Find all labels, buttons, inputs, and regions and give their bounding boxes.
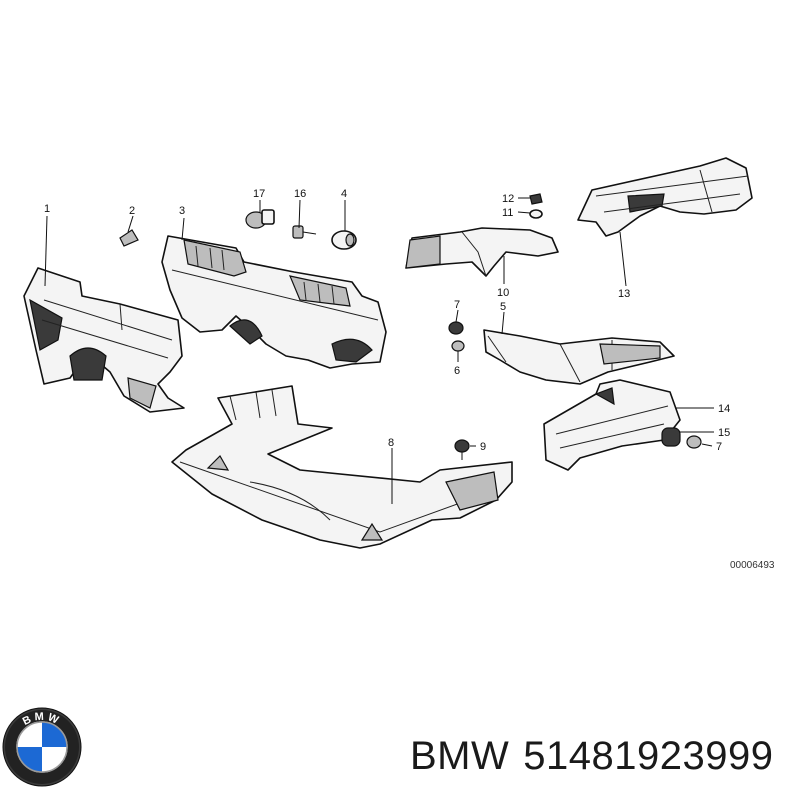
part-12-nut xyxy=(529,193,543,205)
part-number: 51481923999 xyxy=(523,734,774,778)
callout-10: 10 xyxy=(497,287,509,299)
part-17-grommet xyxy=(245,209,275,229)
document-number: 00006493 xyxy=(730,560,775,571)
callout-4: 4 xyxy=(341,188,347,200)
part-4-push-rivet xyxy=(331,230,357,250)
callout-labels: 1 2 3 17 16 4 12 11 10 13 7 5 6 8 9 14 1… xyxy=(44,188,730,453)
bmw-logo: BMW xyxy=(2,707,82,787)
brand-part-number: BMW 51481923999 xyxy=(410,734,787,779)
svg-text:BMW: BMW xyxy=(21,711,63,728)
callout-16: 16 xyxy=(294,188,306,200)
callout-14: 14 xyxy=(718,403,730,415)
callout-1: 1 xyxy=(44,203,50,215)
part-15-rubber-mount xyxy=(661,427,681,447)
part-7-nut-upper xyxy=(448,321,464,335)
callout-13: 13 xyxy=(618,288,630,300)
callout-7-upper: 7 xyxy=(454,299,460,311)
callout-9: 9 xyxy=(480,441,486,453)
callout-5: 5 xyxy=(500,301,506,313)
leader-lines xyxy=(44,197,714,504)
callout-6: 6 xyxy=(454,365,460,377)
part-5-duct xyxy=(483,329,675,385)
callout-2: 2 xyxy=(129,205,135,217)
part-1-trim-panel xyxy=(23,267,185,413)
callout-12: 12 xyxy=(502,193,514,205)
logo-quadrant-top-right xyxy=(42,722,67,747)
callout-15: 15 xyxy=(718,427,730,439)
part-3-trim-panel xyxy=(161,235,387,369)
logo-quadrant-top-left xyxy=(17,722,42,747)
callout-8: 8 xyxy=(388,437,394,449)
part-14-side-panel xyxy=(543,379,681,471)
part-11-washer xyxy=(529,209,543,219)
brand-name: BMW xyxy=(410,734,510,778)
logo-quadrant-bottom-left xyxy=(17,747,42,772)
callout-17: 17 xyxy=(253,188,265,200)
part-7-nut-lower xyxy=(686,435,702,449)
part-2-clip xyxy=(119,229,139,247)
part-16-screw xyxy=(292,225,317,239)
callout-11: 11 xyxy=(502,207,513,219)
part-9-nut xyxy=(454,439,470,460)
callout-7-lower: 7 xyxy=(716,441,722,453)
logo-quadrant-bottom-right xyxy=(42,747,67,772)
part-10-air-duct xyxy=(405,227,559,277)
callout-3: 3 xyxy=(179,205,185,217)
part-8-underbody-guard xyxy=(171,385,513,549)
part-6-screw xyxy=(451,340,465,352)
part-13-duct-cover xyxy=(577,157,753,237)
